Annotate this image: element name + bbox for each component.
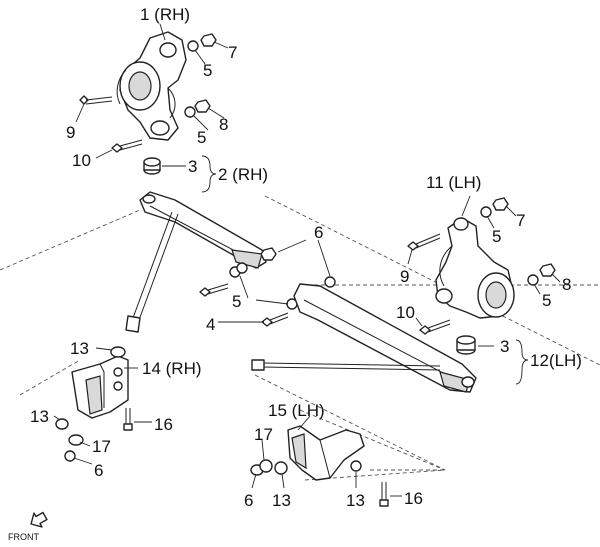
rh-knuckle-hardware xyxy=(79,33,217,175)
lh-spring-arm xyxy=(251,283,477,393)
callout-11: 11 (LH) xyxy=(426,173,481,192)
callout-2: 2 (RH) xyxy=(218,165,268,184)
front-indicator: FRONT xyxy=(8,511,48,542)
lh-bracket xyxy=(250,425,389,507)
rh-knuckle xyxy=(116,31,187,141)
middle-hardware xyxy=(199,247,336,327)
callout-6c: 6 xyxy=(244,491,253,510)
callout-4: 4 xyxy=(206,315,215,334)
rh-bracket xyxy=(55,346,133,462)
callout-10a: 10 xyxy=(72,151,91,170)
lh-knuckle xyxy=(435,217,515,319)
callout-labels: 1 (RH) 5 7 5 8 9 10 3 2 (RH) 6 5 4 13 14… xyxy=(30,5,582,510)
rh-spring-arm xyxy=(125,191,267,333)
callout-5b: 5 xyxy=(197,128,206,147)
callout-13d: 13 xyxy=(346,491,365,510)
callout-13b: 13 xyxy=(30,407,49,426)
callout-1: 1 (RH) xyxy=(140,5,190,24)
callout-10b: 10 xyxy=(396,303,415,322)
callout-7a: 7 xyxy=(228,43,237,62)
callout-7b: 7 xyxy=(516,211,525,230)
callout-6b: 6 xyxy=(94,461,103,480)
callout-17b: 17 xyxy=(254,425,273,444)
callout-5d: 5 xyxy=(492,227,501,246)
callout-8b: 8 xyxy=(562,275,571,294)
callout-14: 14 (RH) xyxy=(142,359,202,378)
callout-17a: 17 xyxy=(92,437,111,456)
callout-9a: 9 xyxy=(66,123,75,142)
callout-15: 15 (LH) xyxy=(268,401,325,420)
callout-13c: 13 xyxy=(272,491,291,510)
callout-5a: 5 xyxy=(203,61,212,80)
callout-3b: 3 xyxy=(500,337,509,356)
callout-16b: 16 xyxy=(404,489,423,508)
callout-5e: 5 xyxy=(542,291,551,310)
callout-6a: 6 xyxy=(314,223,323,242)
callout-8a: 8 xyxy=(219,115,228,134)
lh-knuckle-hardware xyxy=(407,197,556,355)
callout-16a: 16 xyxy=(154,415,173,434)
callout-9b: 9 xyxy=(400,267,409,286)
callout-3a: 3 xyxy=(188,157,197,176)
callout-13a: 13 xyxy=(70,339,89,358)
leader-lines xyxy=(53,23,561,497)
callout-5c: 5 xyxy=(232,292,241,311)
front-arrow-icon xyxy=(30,511,48,528)
front-label: FRONT xyxy=(8,532,39,542)
callout-12: 12(LH) xyxy=(530,351,582,370)
